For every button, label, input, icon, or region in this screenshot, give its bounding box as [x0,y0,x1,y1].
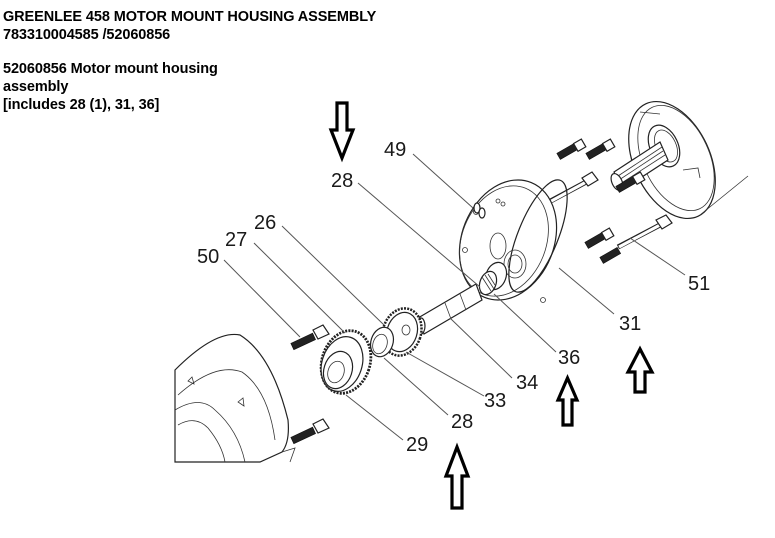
gear-28 [369,307,423,358]
arrow-up-36 [555,373,580,427]
diagram-title: GREENLEE 458 MOTOR MOUNT HOUSING ASSEMBL… [3,9,377,25]
callout-34: 34 [516,372,538,394]
gear-29 [319,329,373,395]
callout-27: 27 [225,229,247,251]
assembly-includes: [includes 28 (1), 31, 36] [3,97,160,113]
callout-49: 49 [384,139,406,161]
arrow-up-28-bottom [443,442,471,510]
callout-28-bottom: 28 [451,411,473,433]
arrow-down-28-top [328,101,356,163]
callout-36: 36 [558,347,580,369]
callout-29: 29 [406,434,428,456]
bolts-50 [290,324,330,445]
arrow-up-31 [625,345,655,394]
callout-33: 33 [484,390,506,412]
part-numbers: 783310004585 /52060856 [3,27,171,43]
leader-lines [223,153,686,441]
callout-28-top: 28 [331,170,353,192]
housing-plate [458,179,568,303]
gear-case [174,333,296,463]
motor [610,100,749,220]
highlight-arrows [328,101,655,510]
shaft-and-bearing [416,261,508,335]
screws-51 [584,214,673,264]
callout-31: 31 [619,313,641,335]
assembly-description-cont: assembly [3,79,69,95]
callout-50: 50 [197,246,219,268]
callout-26: 26 [254,212,276,234]
callout-labels: 49 28 26 27 50 51 31 36 34 33 28 29 [197,139,710,456]
assembly-description: 52060856 Motor mount housing [3,61,218,77]
callout-51: 51 [688,273,710,295]
